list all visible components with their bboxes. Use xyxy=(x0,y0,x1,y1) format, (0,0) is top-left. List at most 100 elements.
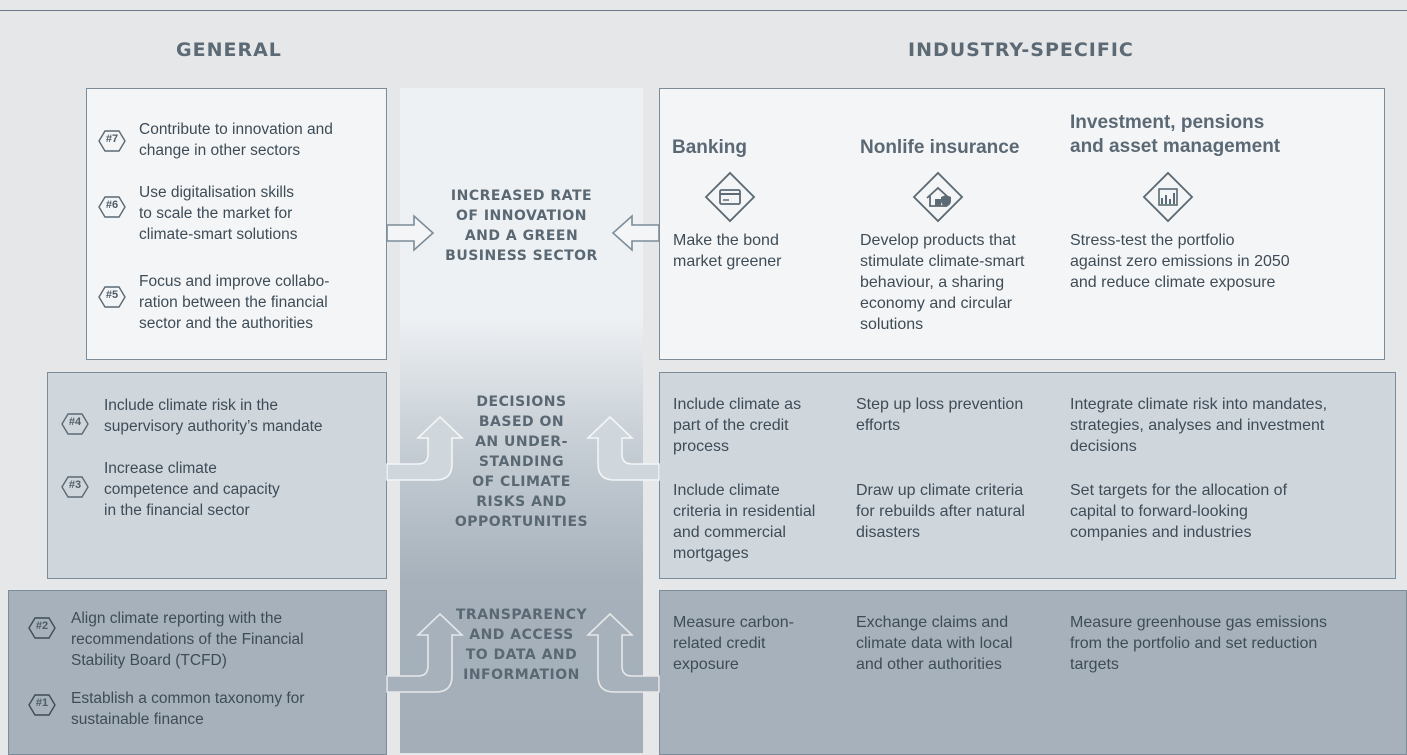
industry-box-decisions xyxy=(659,372,1396,579)
text-line: stimulate climate-smart xyxy=(860,253,1025,270)
center-decisions-line: STANDING xyxy=(478,454,565,470)
general-item-4: Include climate risk in the supervisory … xyxy=(104,395,323,437)
center-innovation-line: OF INNOVATION xyxy=(455,208,588,224)
text-line: decisions xyxy=(1070,438,1137,455)
item-line: competence and capacity xyxy=(104,481,280,498)
text-line: Develop products that xyxy=(860,232,1016,249)
text-line: and other authorities xyxy=(856,656,1002,673)
center-decisions-line: OPPORTUNITIES xyxy=(454,514,589,530)
center-decisions-line: OF CLIMATE xyxy=(472,474,571,490)
heading-nonlife: Nonlife insurance xyxy=(860,136,1019,160)
text-line: Stress-test the portfolio xyxy=(1070,232,1235,249)
general-item-2: Align climate reporting with the recomme… xyxy=(71,608,304,671)
item-line: climate-smart solutions xyxy=(139,226,298,243)
investment-decisions-2: Set targets for the allocation of capita… xyxy=(1070,480,1287,543)
text-line: Make the bond xyxy=(673,232,779,249)
general-item-5: Focus and improve collabo- ration betwee… xyxy=(139,271,329,334)
general-box-innovation xyxy=(86,88,387,360)
text-line: and reduce climate exposure xyxy=(1070,274,1276,291)
text-line: exposure xyxy=(673,656,739,673)
center-decisions-line: DECISIONS xyxy=(476,394,567,410)
text-line: from the portfolio and set reduction xyxy=(1070,635,1318,652)
text-line: Integrate climate risk into mandates, xyxy=(1070,396,1328,413)
credit-card-icon xyxy=(704,171,756,223)
nonlife-decisions-1: Step up loss prevention efforts xyxy=(856,394,1023,436)
general-item-1: Establish a common taxonomy for sustaina… xyxy=(71,688,304,730)
bar-chart-icon xyxy=(1142,171,1194,223)
center-transparency-line: TO DATA AND xyxy=(465,647,578,663)
center-innovation-line: INCREASED RATE xyxy=(450,188,593,204)
center-innovation-label: INCREASED RATE OF INNOVATION AND A GREEN… xyxy=(400,186,643,266)
text-line: efforts xyxy=(856,417,901,434)
investment-transparency: Measure greenhouse gas emissions from th… xyxy=(1070,612,1327,675)
text-line: Measure greenhouse gas emissions xyxy=(1070,614,1328,631)
text-line: and commercial xyxy=(673,524,786,541)
badge-number: #6 xyxy=(105,199,119,211)
item-line: recommendations of the Financial xyxy=(71,631,304,648)
item-line: Establish a common taxonomy for xyxy=(71,690,305,707)
text-line: process xyxy=(673,438,730,455)
text-line: targets xyxy=(1070,656,1119,673)
heading-investment: Investment, pensions and asset managemen… xyxy=(1070,111,1280,159)
badge-number: #4 xyxy=(68,416,82,428)
industry-box-innovation xyxy=(659,88,1385,360)
text-line: mortgages xyxy=(673,545,749,562)
text-line: part of the credit xyxy=(673,417,789,434)
text-line: against zero emissions in 2050 xyxy=(1070,253,1290,270)
text-line: companies and industries xyxy=(1070,524,1252,541)
text-line: solutions xyxy=(860,316,924,333)
item-line: to scale the market for xyxy=(139,205,293,222)
center-decisions-line: BASED ON xyxy=(478,414,565,430)
center-transparency-line: TRANSPARENCY xyxy=(455,607,588,623)
heading-line: Nonlife insurance xyxy=(860,137,1020,158)
text-line: climate data with local xyxy=(856,635,1013,652)
text-line: Draw up climate criteria xyxy=(856,482,1024,499)
item-line: ration between the financial xyxy=(139,294,328,311)
text-line: economy and circular xyxy=(860,295,1013,312)
text-line: market greener xyxy=(673,253,782,270)
industry-box-transparency xyxy=(659,590,1407,755)
item-line: Contribute to innovation and xyxy=(139,121,333,138)
item-line: supervisory authority’s mandate xyxy=(104,418,323,435)
center-innovation-line: BUSINESS SECTOR xyxy=(445,248,598,264)
text-line: disasters xyxy=(856,524,921,541)
badge-number: #5 xyxy=(105,289,119,301)
heading-line: and asset management xyxy=(1070,136,1281,157)
text-line: strategies, analyses and investment xyxy=(1070,417,1325,434)
text-line: behaviour, a sharing xyxy=(860,274,1005,291)
text-line: capital to forward-looking xyxy=(1070,503,1248,520)
banking-decisions-1: Include climate as part of the credit pr… xyxy=(673,394,801,457)
center-innovation-line: AND A GREEN xyxy=(464,228,579,244)
center-decisions-label: DECISIONS BASED ON AN UNDER- STANDING OF… xyxy=(400,392,643,532)
heading-banking: Banking xyxy=(672,136,747,160)
center-decisions-line: AN UNDER- xyxy=(475,434,568,450)
text-line: related credit xyxy=(673,635,766,652)
general-header: GENERAL xyxy=(176,39,282,61)
badge-7: #7 xyxy=(97,126,127,156)
nonlife-transparency: Exchange claims and climate data with lo… xyxy=(856,612,1013,675)
general-box-transparency xyxy=(8,590,387,755)
heading-line: Banking xyxy=(672,137,747,158)
item-line: change in other sectors xyxy=(139,142,301,159)
badge-number: #3 xyxy=(68,479,82,491)
text-line: Include climate xyxy=(673,482,780,499)
center-transparency-line: INFORMATION xyxy=(463,667,580,683)
text-line: criteria in residential xyxy=(673,503,816,520)
text-line: for rebuilds after natural xyxy=(856,503,1025,520)
banking-transparency: Measure carbon- related credit exposure xyxy=(673,612,794,675)
item-line: Stability Board (TCFD) xyxy=(71,652,227,669)
general-item-7: Contribute to innovation and change in o… xyxy=(139,119,333,161)
item-line: sector and the authorities xyxy=(139,315,314,332)
center-decisions-line: RISKS AND xyxy=(476,494,567,510)
text-line: Step up loss prevention xyxy=(856,396,1024,413)
badge-number: #7 xyxy=(105,133,119,145)
text-line: Set targets for the allocation of xyxy=(1070,482,1288,499)
badge-number: #2 xyxy=(35,620,49,632)
badge-5: #5 xyxy=(97,282,127,312)
item-line: Increase climate xyxy=(104,460,217,477)
investment-innovation: Stress-test the portfolio against zero e… xyxy=(1070,230,1290,293)
general-item-6: Use digitalisation skills to scale the m… xyxy=(139,182,298,245)
item-line: Focus and improve collabo- xyxy=(139,273,330,290)
text-line: Measure carbon- xyxy=(673,614,794,631)
